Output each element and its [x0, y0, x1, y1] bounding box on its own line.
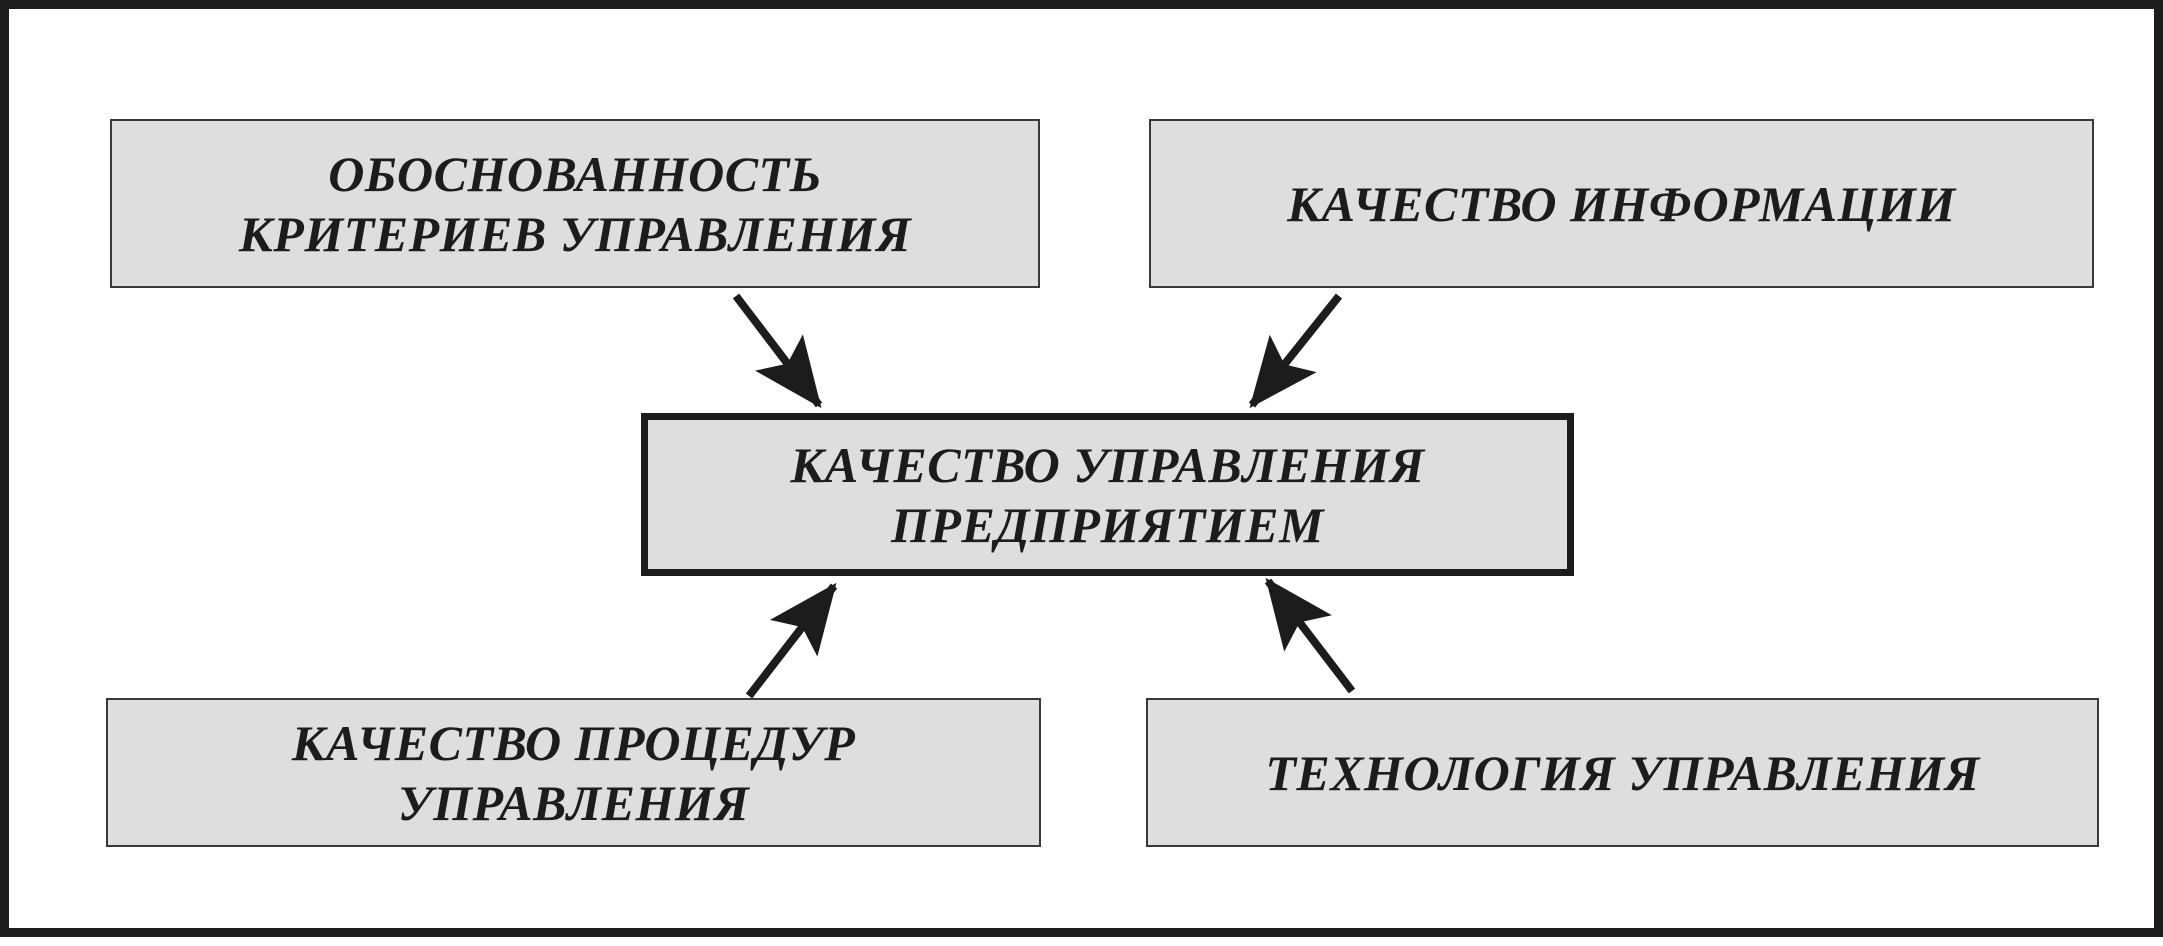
- arrows-layer: [732, 293, 1356, 699]
- central-box-line: ПРЕДПРИЯТИЕМ: [891, 496, 1324, 553]
- arrow-bottom-left: [745, 582, 838, 699]
- factor-box-criteria-validity: ОБОСНОВАННОСТЬ КРИТЕРИЕВ УПРАВЛЕНИЯ: [110, 119, 1040, 288]
- factor-box-line: ОБОСНОВАННОСТЬ: [328, 145, 822, 202]
- factor-box-line: КАЧЕСТВО ПРОЦЕДУР: [291, 714, 856, 771]
- factor-box-procedure-quality: КАЧЕСТВО ПРОЦЕДУР УПРАВЛЕНИЯ: [106, 698, 1041, 847]
- central-box-line: КАЧЕСТВО УПРАВЛЕНИЯ: [790, 436, 1425, 493]
- factor-box-management-technology: ТЕХНОЛОГИЯ УПРАВЛЕНИЯ: [1146, 698, 2099, 847]
- arrow-top-left: [732, 293, 823, 409]
- factor-box-line: КАЧЕСТВО ИНФОРМАЦИИ: [1287, 175, 1956, 232]
- arrow-bottom-right: [1264, 577, 1356, 694]
- factor-box-line: КРИТЕРИЕВ УПРАВЛЕНИЯ: [238, 205, 912, 262]
- arrow-top-right: [1248, 293, 1343, 409]
- factor-box-line: УПРАВЛЕНИЯ: [397, 774, 750, 831]
- central-box-management-quality: КАЧЕСТВО УПРАВЛЕНИЯ ПРЕДПРИЯТИЕМ: [641, 413, 1574, 576]
- factor-box-information-quality: КАЧЕСТВО ИНФОРМАЦИИ: [1149, 119, 2094, 288]
- factor-box-line: ТЕХНОЛОГИЯ УПРАВЛЕНИЯ: [1265, 744, 1980, 801]
